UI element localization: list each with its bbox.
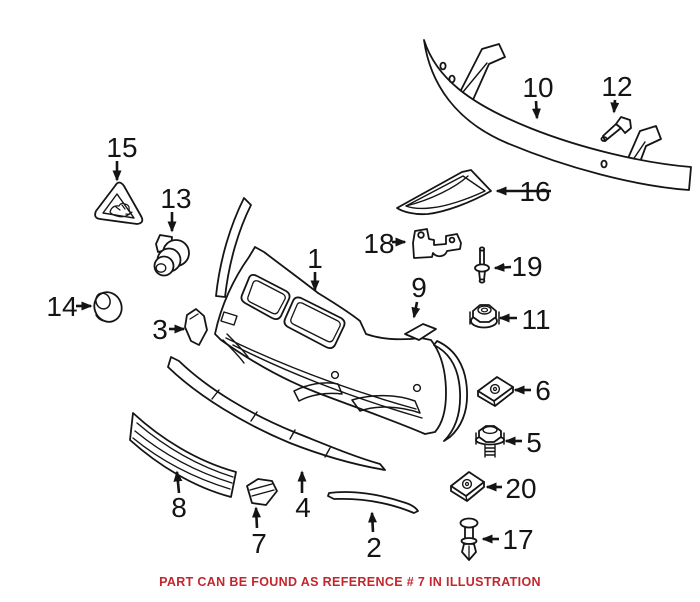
leader-arrow-12 bbox=[610, 99, 620, 114]
part-label-18: 18 bbox=[363, 228, 394, 259]
part-label-8: 8 bbox=[171, 492, 187, 523]
part-2-lower-strip-drawing bbox=[327, 491, 419, 514]
part-label-19: 19 bbox=[511, 251, 542, 282]
part-label-4: 4 bbox=[295, 492, 311, 523]
part-18-bracket-drawing bbox=[412, 228, 462, 259]
part-11-flange-nut-drawing bbox=[469, 304, 500, 329]
part-label-11: 11 bbox=[521, 304, 550, 335]
leader-arrow-2 bbox=[368, 511, 377, 533]
part-label-12: 12 bbox=[601, 71, 632, 102]
part-1-bumper-cover-drawing bbox=[214, 197, 468, 442]
part-label-20: 20 bbox=[505, 473, 536, 504]
part-4-lower-center-trim-drawing bbox=[167, 356, 386, 471]
leader-arrow-9 bbox=[411, 301, 421, 319]
part-label-14: 14 bbox=[46, 291, 77, 322]
part-label-6: 6 bbox=[535, 375, 551, 406]
part-5-hex-bolt-drawing bbox=[475, 425, 505, 458]
part-9-pad-drawing bbox=[404, 323, 437, 341]
part-label-1: 1 bbox=[307, 243, 323, 274]
part-13-parking-sensor-drawing bbox=[153, 234, 190, 277]
part-14-grommet-drawing bbox=[93, 291, 123, 323]
part-17-rivet-drawing bbox=[459, 517, 479, 561]
footer-note: PART CAN BE FOUND AS REFERENCE # 7 IN IL… bbox=[159, 575, 541, 589]
part-label-15: 15 bbox=[106, 132, 137, 163]
part-15-tow-hook-cover-drawing bbox=[94, 181, 144, 225]
part-8-grille-insert-drawing bbox=[129, 412, 237, 498]
part-7-grille-corner-drawing bbox=[246, 478, 278, 506]
part-label-9: 9 bbox=[411, 272, 427, 303]
part-12-stud-bolt-drawing bbox=[600, 116, 632, 142]
part-10-reinforcement-bar-drawing bbox=[423, 39, 692, 191]
part-label-13: 13 bbox=[160, 183, 191, 214]
leader-arrow-19 bbox=[493, 262, 512, 272]
part-label-5: 5 bbox=[526, 427, 542, 458]
part-20-clip-nut-drawing bbox=[450, 471, 485, 502]
leader-arrow-7 bbox=[251, 506, 261, 529]
part-label-16: 16 bbox=[519, 176, 550, 207]
part-16-fog-lamp-cover-drawing bbox=[396, 169, 492, 216]
leader-arrow-8 bbox=[173, 470, 183, 494]
part-label-2: 2 bbox=[366, 532, 382, 563]
part-19-stud-drawing bbox=[474, 246, 490, 284]
part-6-clip-nut-drawing bbox=[477, 376, 514, 407]
leader-arrow-10 bbox=[531, 100, 541, 120]
part-3-cover-flap-drawing bbox=[184, 308, 208, 346]
part-label-17: 17 bbox=[502, 524, 533, 555]
part-label-3: 3 bbox=[152, 314, 168, 345]
part-label-7: 7 bbox=[251, 528, 267, 559]
part-label-10: 10 bbox=[522, 72, 553, 103]
